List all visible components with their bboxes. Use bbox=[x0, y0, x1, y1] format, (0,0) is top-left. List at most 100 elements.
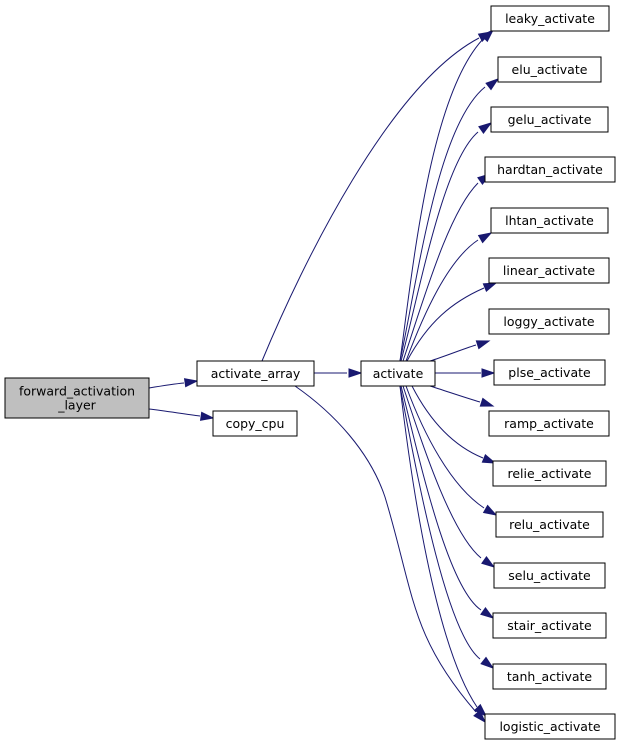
node-label: plse_activate bbox=[508, 365, 591, 380]
edge-line bbox=[148, 408, 201, 417]
node-box bbox=[493, 359, 606, 386]
edge-line bbox=[399, 385, 481, 660]
node-box bbox=[212, 410, 298, 437]
edge-activate-to-relie_activate bbox=[411, 385, 497, 464]
node-linear-activate[interactable]: linear_activate bbox=[488, 257, 610, 284]
arrow-head bbox=[481, 453, 497, 464]
edge-activate-to-relu_activate bbox=[405, 385, 498, 516]
arrow-head bbox=[183, 378, 199, 388]
node-logistic-activate[interactable]: logistic_activate bbox=[484, 713, 616, 740]
edge-line bbox=[400, 385, 482, 611]
node-stair-activate[interactable]: stair_activate bbox=[492, 612, 607, 639]
arrow-head bbox=[481, 555, 496, 568]
node-leaky-activate[interactable]: leaky_activate bbox=[490, 5, 610, 32]
edge-line bbox=[399, 385, 478, 708]
edge-line bbox=[399, 86, 486, 362]
node-box bbox=[488, 257, 610, 284]
node-label: forward_activation bbox=[19, 384, 135, 399]
node-label: elu_activate bbox=[512, 62, 588, 77]
arrow-head bbox=[479, 397, 495, 407]
node-forward-activation-layer[interactable]: forward_activation_layer bbox=[4, 377, 150, 419]
node-label: stair_activate bbox=[507, 618, 592, 633]
node-box bbox=[484, 156, 616, 183]
edge-forward_activation_layer-to-activate_array bbox=[148, 378, 199, 389]
edge-line bbox=[411, 385, 484, 459]
arrow-head bbox=[473, 709, 487, 724]
edge-line bbox=[429, 344, 477, 362]
node-box bbox=[492, 663, 607, 690]
node-box bbox=[495, 511, 604, 538]
node-relie-activate[interactable]: relie_activate bbox=[492, 460, 607, 487]
node-box bbox=[493, 562, 606, 589]
arrow-head bbox=[477, 232, 493, 244]
edge-activate-to-loggy_activate bbox=[429, 340, 491, 362]
node-label: selu_activate bbox=[508, 568, 591, 583]
node-box bbox=[488, 308, 610, 335]
edge-line bbox=[406, 287, 485, 362]
node-activate[interactable]: activate bbox=[360, 360, 436, 387]
edge-activate-to-gelu_activate bbox=[400, 122, 493, 362]
arrow-head bbox=[348, 368, 363, 378]
arrow-head bbox=[482, 504, 498, 516]
node-activate-array[interactable]: activate_array bbox=[196, 360, 315, 387]
node-label: relu_activate bbox=[509, 517, 590, 532]
node-label: _layer bbox=[57, 398, 96, 413]
edge-activate_array-to-logistic_activate bbox=[294, 385, 487, 724]
arrow-head bbox=[480, 656, 495, 669]
edge-activate-to-plse_activate bbox=[435, 368, 496, 378]
node-plse-activate[interactable]: plse_activate bbox=[493, 359, 606, 386]
edge-line bbox=[405, 385, 485, 509]
node-elu-activate[interactable]: elu_activate bbox=[497, 56, 602, 83]
arrow-head bbox=[481, 368, 496, 378]
edge-activate_array-to-activate bbox=[314, 368, 363, 378]
edge-line bbox=[294, 385, 477, 713]
nodes-layer: forward_activation_layer activate_arrayco… bbox=[4, 5, 616, 740]
edge-activate-to-linear_activate bbox=[406, 282, 498, 362]
node-label: tanh_activate bbox=[507, 669, 593, 684]
edge-line bbox=[402, 385, 482, 559]
edge-activate-to-stair_activate bbox=[400, 385, 495, 619]
node-copy-cpu[interactable]: copy_cpu bbox=[212, 410, 298, 437]
arrow-head bbox=[199, 411, 215, 421]
node-box bbox=[488, 410, 610, 437]
edge-activate-to-elu_activate bbox=[399, 78, 500, 362]
edge-line bbox=[399, 36, 486, 362]
edge-activate-to-tanh_activate bbox=[399, 385, 495, 669]
node-box bbox=[497, 56, 602, 83]
edge-line bbox=[429, 385, 481, 403]
node-box bbox=[490, 207, 609, 234]
node-label: copy_cpu bbox=[226, 416, 285, 431]
edge-line bbox=[400, 131, 479, 362]
node-gelu-activate[interactable]: gelu_activate bbox=[490, 106, 609, 133]
node-label: hardtan_activate bbox=[497, 162, 603, 177]
node-label: ramp_activate bbox=[504, 416, 594, 431]
node-relu-activate[interactable]: relu_activate bbox=[495, 511, 604, 538]
node-box bbox=[484, 713, 616, 740]
node-loggy-activate[interactable]: loggy_activate bbox=[488, 308, 610, 335]
edge-activate-to-hardtan_activate bbox=[402, 173, 492, 362]
edge-activate-to-ramp_activate bbox=[429, 385, 495, 407]
edge-activate-to-selu_activate bbox=[402, 385, 496, 568]
edge-activate-to-lhtan_activate bbox=[405, 232, 493, 362]
node-box bbox=[4, 377, 150, 419]
node-label: relie_activate bbox=[508, 466, 592, 481]
arrow-head bbox=[480, 28, 495, 43]
node-tanh-activate[interactable]: tanh_activate bbox=[492, 663, 607, 690]
node-lhtan-activate[interactable]: lhtan_activate bbox=[490, 207, 609, 234]
arrow-head bbox=[485, 78, 500, 91]
node-label: activate bbox=[373, 366, 424, 381]
node-label: gelu_activate bbox=[508, 112, 592, 127]
node-label: lhtan_activate bbox=[505, 213, 594, 228]
arrow-head bbox=[475, 340, 491, 350]
node-selu-activate[interactable]: selu_activate bbox=[493, 562, 606, 589]
node-label: linear_activate bbox=[503, 263, 595, 278]
node-hardtan-activate[interactable]: hardtan_activate bbox=[484, 156, 616, 183]
edge-line bbox=[405, 239, 479, 362]
node-label: loggy_activate bbox=[503, 314, 595, 329]
node-box bbox=[492, 460, 607, 487]
node-label: leaky_activate bbox=[505, 11, 595, 26]
edge-activate-to-logistic_activate bbox=[399, 385, 488, 718]
node-box bbox=[490, 106, 609, 133]
node-ramp-activate[interactable]: ramp_activate bbox=[488, 410, 610, 437]
